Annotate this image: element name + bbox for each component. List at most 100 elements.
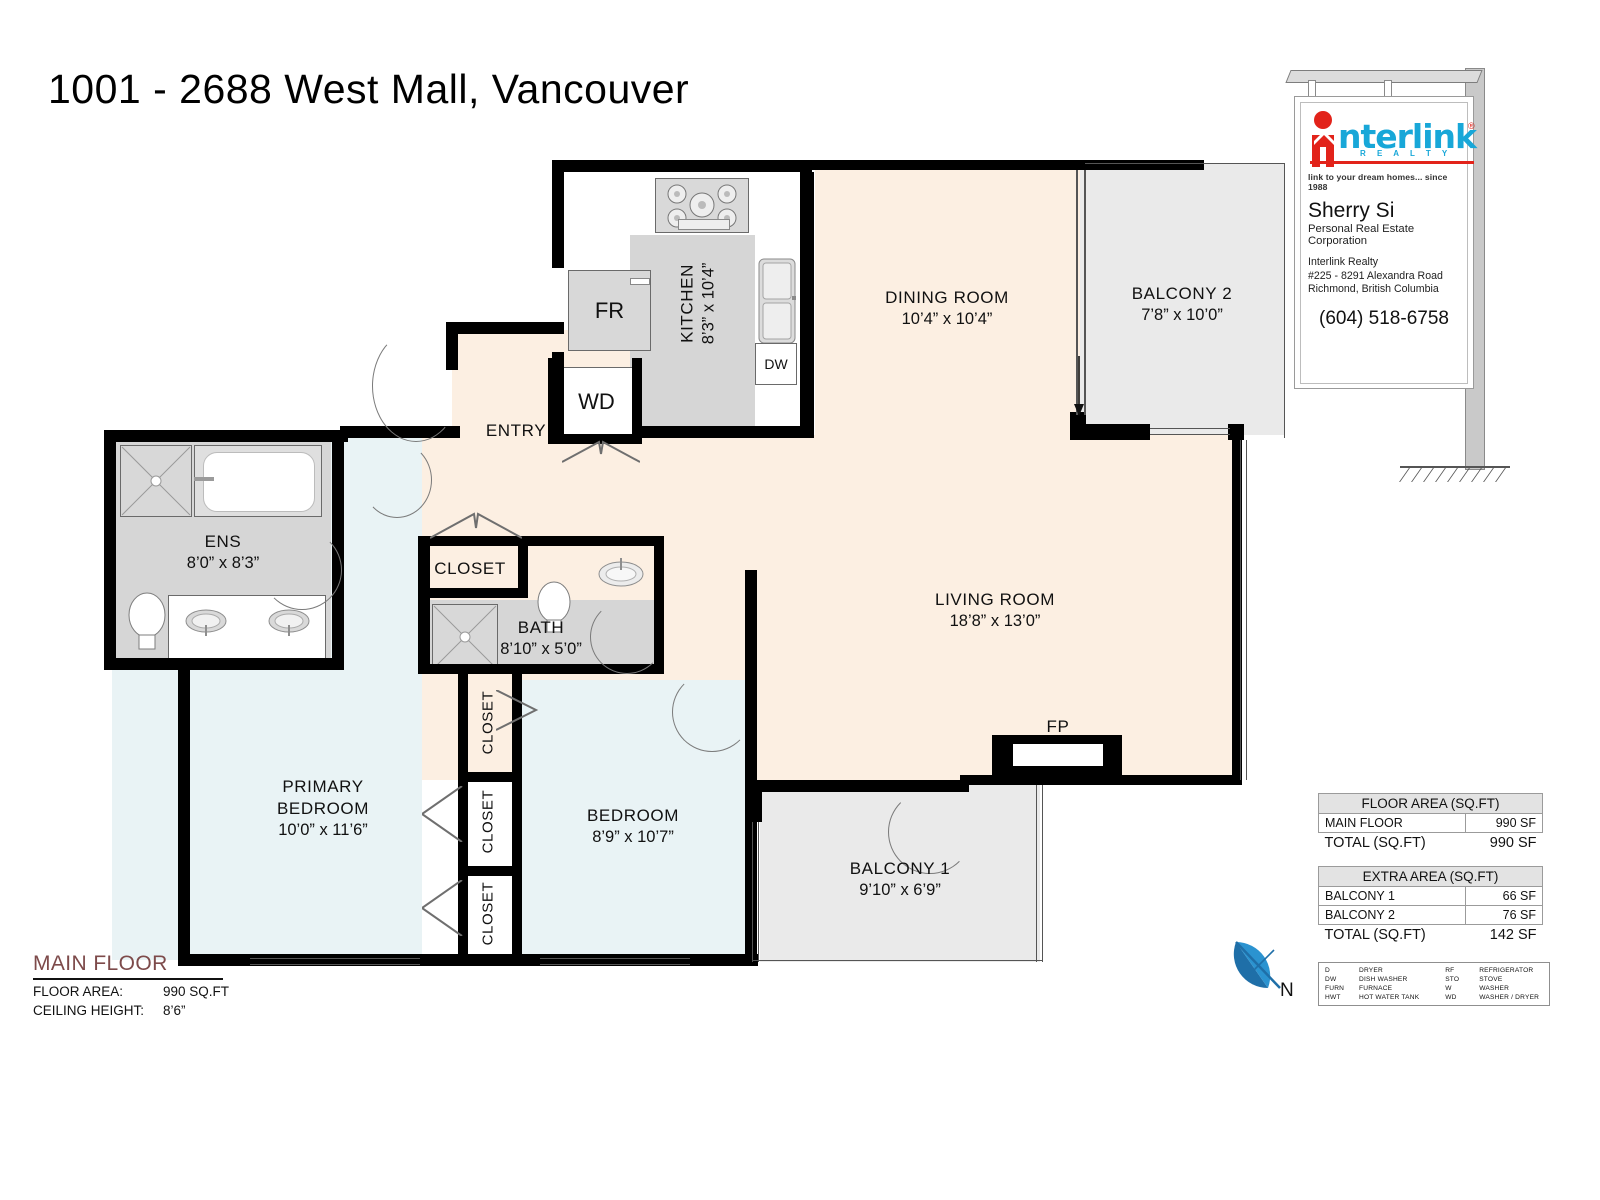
wall-bath-right bbox=[654, 536, 664, 672]
closet-label: CLOSET bbox=[434, 559, 506, 578]
door-arc-bath bbox=[590, 600, 664, 674]
legend-code: STO bbox=[1445, 976, 1460, 983]
interlink-wordmark: nterlink bbox=[1338, 117, 1477, 156]
door-arc-wd-icon bbox=[562, 440, 640, 463]
room-label-primary-bedroom: PRIMARY BEDROOM 10’0” x 11’6” bbox=[213, 776, 433, 841]
wall-ens-right bbox=[332, 430, 344, 670]
agent-name: Sherry Si bbox=[1308, 199, 1395, 222]
table-row: BALCONY 2 76 SF bbox=[1317, 905, 1543, 925]
legend-text: REFRIGERATOR bbox=[1479, 967, 1534, 974]
door-arc-ens bbox=[262, 530, 342, 610]
row-label: BALCONY 2 bbox=[1317, 905, 1467, 925]
extra-area-header: EXTRA AREA (SQ.FT) bbox=[1318, 866, 1543, 887]
wall-kitchen-bottom bbox=[640, 426, 812, 438]
table-header-row: EXTRA AREA (SQ.FT) bbox=[1318, 866, 1543, 887]
room-name: BALCONY 1 bbox=[849, 859, 951, 878]
room-label-balcony1: BALCONY 1 9’10” x 6’9” bbox=[795, 858, 1005, 901]
legend-text: WASHER / DRYER bbox=[1479, 994, 1540, 1001]
wall-closet-left bbox=[418, 536, 430, 596]
main-floor-area-label: FLOOR AREA: bbox=[33, 984, 124, 999]
sink-ens-right-icon bbox=[268, 609, 310, 636]
legend-code: HWT bbox=[1325, 994, 1341, 1001]
sign-ground-hatch bbox=[1399, 466, 1510, 482]
room-label-balcony2: BALCONY 2 7’8” x 10’0” bbox=[1072, 283, 1292, 326]
legend-code: W bbox=[1445, 985, 1452, 992]
window-living-right bbox=[1240, 440, 1241, 780]
total-value: 142 SF bbox=[1489, 927, 1537, 943]
sink-bath-icon bbox=[598, 558, 644, 587]
main-floor-area-value: 990 SQ.FT bbox=[163, 984, 230, 999]
rail-balcony1-right-b bbox=[1042, 785, 1043, 962]
interlink-logo: nterlink ® R E A L T Y bbox=[1308, 109, 1477, 171]
row-value: 76 SF bbox=[1465, 905, 1543, 925]
agent-phone[interactable]: (604) 518-6758 bbox=[1319, 307, 1449, 329]
fridge-label: FR bbox=[594, 297, 625, 323]
fireplace-inner bbox=[1012, 743, 1104, 767]
room-name: BEDROOM bbox=[586, 806, 680, 825]
primary-bedroom-line1: PRIMARY bbox=[282, 777, 364, 796]
sink-ens-left-icon bbox=[185, 609, 227, 636]
room-dim: 7’8” x 10’0” bbox=[1141, 305, 1223, 324]
wall-kitchen-right-lower bbox=[800, 218, 814, 438]
closet-label-3: CLOSET bbox=[478, 869, 497, 959]
main-floor-ceiling-label: CEILING HEIGHT: bbox=[33, 1003, 145, 1018]
room-label-ens: ENS 8’0” x 8’3” bbox=[113, 531, 333, 574]
door-arc-balcony1 bbox=[888, 790, 972, 874]
person-logo-icon bbox=[1312, 111, 1334, 167]
window-bedroom-bottom bbox=[250, 958, 420, 959]
primary-bedroom-line2: BEDROOM bbox=[276, 798, 370, 818]
wall-ens-bottom bbox=[104, 658, 332, 670]
legend-code: RF bbox=[1445, 967, 1455, 974]
main-floor-ceiling-row: CEILING HEIGHT: 8’6” bbox=[33, 1003, 293, 1018]
door-arc-bedroom bbox=[672, 672, 752, 752]
wall-living-right bbox=[1232, 435, 1242, 785]
closet-label: CLOSET bbox=[479, 690, 497, 755]
table-total-row: TOTAL (SQ.FT) 990 SF bbox=[1319, 833, 1543, 854]
closet-label: CLOSET bbox=[479, 789, 497, 854]
room-dim: 10’0” x 11’6” bbox=[278, 820, 368, 839]
rail-balcony1-left bbox=[752, 822, 753, 962]
legend-row: D DRYER RF REFRIGERATOR bbox=[1323, 966, 1545, 975]
legend-row: HWT HOT WATER TANK WD WASHER / DRYER bbox=[1323, 993, 1545, 1002]
wall-kitchen-right bbox=[800, 172, 814, 220]
rail-balcony1-right bbox=[1036, 785, 1037, 962]
wall-living-bottom bbox=[960, 775, 1242, 785]
compass-icon bbox=[1233, 941, 1281, 989]
legend-code: WD bbox=[1445, 994, 1457, 1001]
wall-bath-bottom bbox=[418, 664, 664, 674]
legend-text: HOT WATER TANK bbox=[1359, 994, 1420, 1001]
table-row: BALCONY 1 66 SF bbox=[1317, 886, 1543, 906]
closet-label: CLOSET bbox=[479, 881, 497, 946]
main-floor-area-row: FLOOR AREA: 990 SQ.FT bbox=[33, 984, 293, 999]
main-floor-caption: MAIN FLOOR FLOOR AREA: 990 SQ.FT CEILING… bbox=[33, 952, 293, 1018]
stove-burners-icon bbox=[667, 184, 737, 228]
dishwasher-icon: DW bbox=[755, 343, 797, 385]
room-dim: 8’3” x 10’4” bbox=[699, 262, 718, 345]
abbreviation-legend: D DRYER RF REFRIGERATOR DW DISH WASHER S… bbox=[1318, 962, 1550, 1006]
extra-area-table: EXTRA AREA (SQ.FT) BALCONY 1 66 SF BALCO… bbox=[1317, 866, 1543, 945]
wall-closets-right bbox=[512, 670, 522, 962]
total-label: TOTAL (SQ.FT) bbox=[1324, 835, 1426, 851]
wall-closet-div-2 bbox=[458, 866, 522, 876]
wall-bath-left bbox=[418, 596, 430, 674]
window-bedroom2-bottom bbox=[540, 958, 690, 959]
room-name: LIVING ROOM bbox=[935, 590, 1055, 609]
fridge-handle-icon bbox=[630, 278, 650, 285]
room-label-bedroom: BEDROOM 8’9” x 10’7” bbox=[533, 805, 733, 848]
room-label-bath: BATH 8’10” x 5’0” bbox=[441, 617, 641, 660]
washer-dryer-icon: WD bbox=[555, 367, 638, 437]
main-floor-divider bbox=[33, 978, 223, 980]
wall-balcony1-top bbox=[757, 780, 969, 792]
rail-balcony1-left-b bbox=[758, 822, 759, 962]
toilet-ens-icon bbox=[128, 592, 166, 650]
legend-row: DW DISH WASHER STO STOVE bbox=[1323, 975, 1545, 984]
window-bedroom-bottom-b bbox=[250, 964, 420, 965]
realty-wordmark: R E A L T Y bbox=[1360, 149, 1452, 158]
row-value: 990 SF bbox=[1465, 813, 1543, 833]
shower-ens-cross-icon bbox=[121, 446, 191, 516]
washer-dryer-label: WD bbox=[578, 389, 615, 414]
wall-kitchen-left bbox=[552, 160, 564, 268]
sign-board: nterlink ® R E A L T Y link to your drea… bbox=[1294, 96, 1477, 389]
row-value: 66 SF bbox=[1465, 886, 1543, 906]
closet-label-2: CLOSET bbox=[478, 777, 497, 867]
